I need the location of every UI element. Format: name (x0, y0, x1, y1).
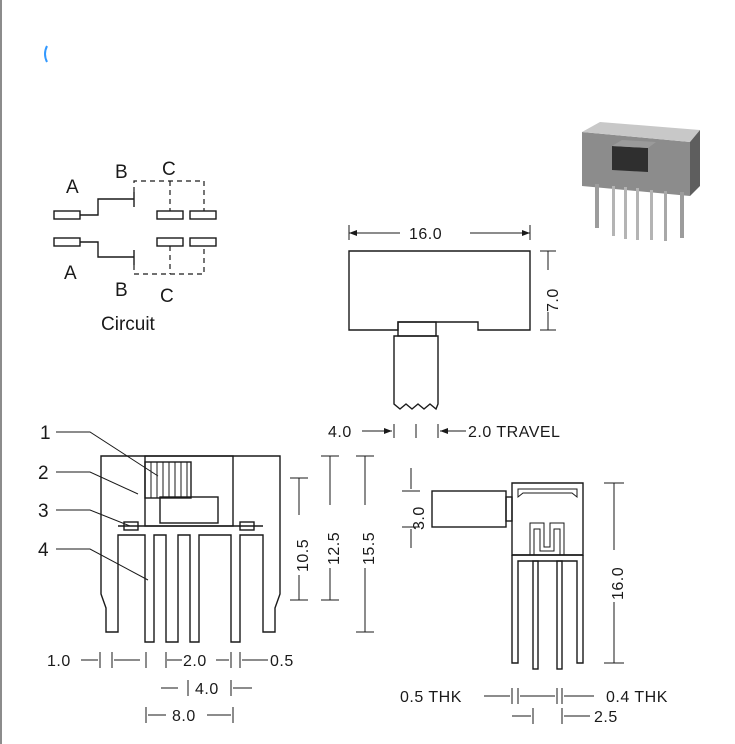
top-view-body (348, 250, 531, 331)
side-view: 3.0 16.0 0.5 THK 0.4 THK 2.5 (400, 468, 668, 726)
callout-3: 3 (38, 501, 49, 522)
callout-2: 2 (38, 463, 49, 484)
circuit-dash-bottom (133, 246, 205, 275)
dim-arrow (440, 428, 448, 434)
blue-mark-icon (44, 45, 48, 63)
circuit-pad-c1-bottom (156, 237, 184, 247)
spacing-label: 2.5 (594, 709, 618, 726)
height-15-5-label: 15.5 (361, 532, 378, 565)
leader-1 (56, 431, 159, 477)
thk-right-label: 0.4 THK (606, 689, 668, 706)
top-view: 16.0 7.0 4.0 2.0 TRAVEL (328, 225, 562, 441)
thk-left-label: 0.5 THK (400, 689, 462, 706)
circuit-pad-c2-bottom (189, 237, 217, 247)
front-view-inner-block (159, 496, 219, 524)
circuit-link-bottom (80, 241, 134, 258)
side-view-actuator (431, 490, 507, 528)
dim-arrow (384, 428, 392, 434)
leader-3 (56, 509, 131, 527)
circuit-label-a-bottom: A (64, 263, 77, 284)
height-12-5-label: 12.5 (326, 532, 343, 565)
top-height-label: 7.0 (545, 288, 562, 312)
circuit-pad-a-bottom (53, 237, 81, 247)
callout-4: 4 (38, 540, 49, 561)
circuit-label-c-bottom: C (160, 286, 174, 307)
circuit-pad-c1-top (156, 210, 184, 220)
leader-2 (56, 471, 139, 495)
pitch-4-label: 4.0 (195, 681, 219, 698)
circuit-pad-a-top (53, 210, 81, 220)
circuit-link-top (80, 198, 134, 216)
actuator-3-label: 3.0 (411, 506, 428, 530)
front-view-tab-left (123, 521, 139, 531)
pin-width-label: 1.0 (47, 653, 71, 670)
side-view-contacts (529, 522, 565, 555)
side-height-label: 16.0 (610, 567, 627, 600)
circuit-label-b-top: B (115, 162, 128, 183)
front-view-frame (100, 455, 281, 643)
front-view-actuator (144, 461, 192, 499)
circuit-label-b-bottom: B (115, 280, 128, 301)
circuit-diagram: A B C A B C Circuit (53, 159, 217, 335)
travel-label: 2.0 TRAVEL (468, 424, 560, 441)
width-8-label: 8.0 (172, 708, 196, 725)
top-left-label: 4.0 (328, 424, 352, 441)
height-dims (290, 455, 374, 633)
circuit-pad-c2-top (189, 210, 217, 220)
pin-thk-label: 0.5 (270, 653, 294, 670)
pin-pitch-label: 2.0 (183, 653, 207, 670)
top-width-label: 16.0 (409, 226, 442, 243)
front-view: 1 2 3 4 10.5 12.5 15.5 1.0 (38, 423, 378, 725)
height-10-5-label: 10.5 (295, 539, 312, 572)
side-view-legs (511, 555, 584, 664)
front-view-housing (144, 455, 234, 527)
circuit-caption: Circuit (101, 314, 156, 335)
side-view-actuator-neck (505, 496, 513, 522)
circuit-dash-top (133, 180, 205, 211)
top-view-actuator-base (397, 321, 437, 337)
actuator-knurl (150, 462, 188, 498)
side-view-contacts-inner (533, 528, 561, 555)
side-view-pin-1 (532, 560, 539, 670)
front-view-tab-right (239, 521, 255, 531)
leader-4 (56, 548, 149, 581)
top-view-actuator-knob (393, 335, 439, 411)
circuit-label-c-top: C (162, 159, 176, 180)
side-view-pin-2 (556, 560, 563, 670)
side-view-top-rail (517, 488, 578, 499)
circuit-label-a-top: A (66, 177, 79, 198)
slide-switch-photo (582, 122, 700, 241)
callout-1: 1 (40, 423, 51, 444)
